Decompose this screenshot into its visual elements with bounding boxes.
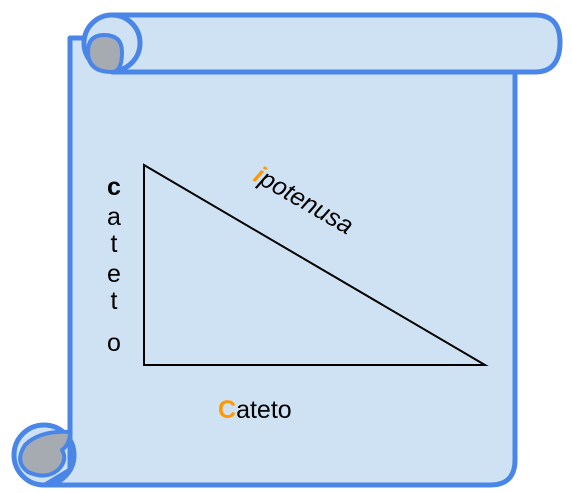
scroll-body <box>42 35 518 488</box>
scroll-top-roll <box>109 12 563 75</box>
left-cathetus-label: c a t e t o <box>107 173 121 357</box>
bottom-cathetus-rest: ateto <box>236 396 292 424</box>
left-cathetus-letter-2: a <box>107 203 121 231</box>
left-cathetus-first-letter: c <box>107 173 121 201</box>
scroll-bottom-curl-inner <box>18 429 72 478</box>
left-cathetus-letter-6: o <box>107 329 121 357</box>
scroll-top-curl-inner <box>86 33 124 74</box>
scroll-bottom-curl-link <box>43 436 73 488</box>
bottom-cathetus-label: Cateto <box>218 396 292 424</box>
left-cathetus-letter-5: t <box>111 287 118 315</box>
left-cathetus-letter-4: e <box>107 260 121 288</box>
right-triangle <box>143 163 489 366</box>
left-cathetus-letter-3: t <box>111 230 118 258</box>
bottom-cathetus-first-letter: C <box>218 396 236 424</box>
